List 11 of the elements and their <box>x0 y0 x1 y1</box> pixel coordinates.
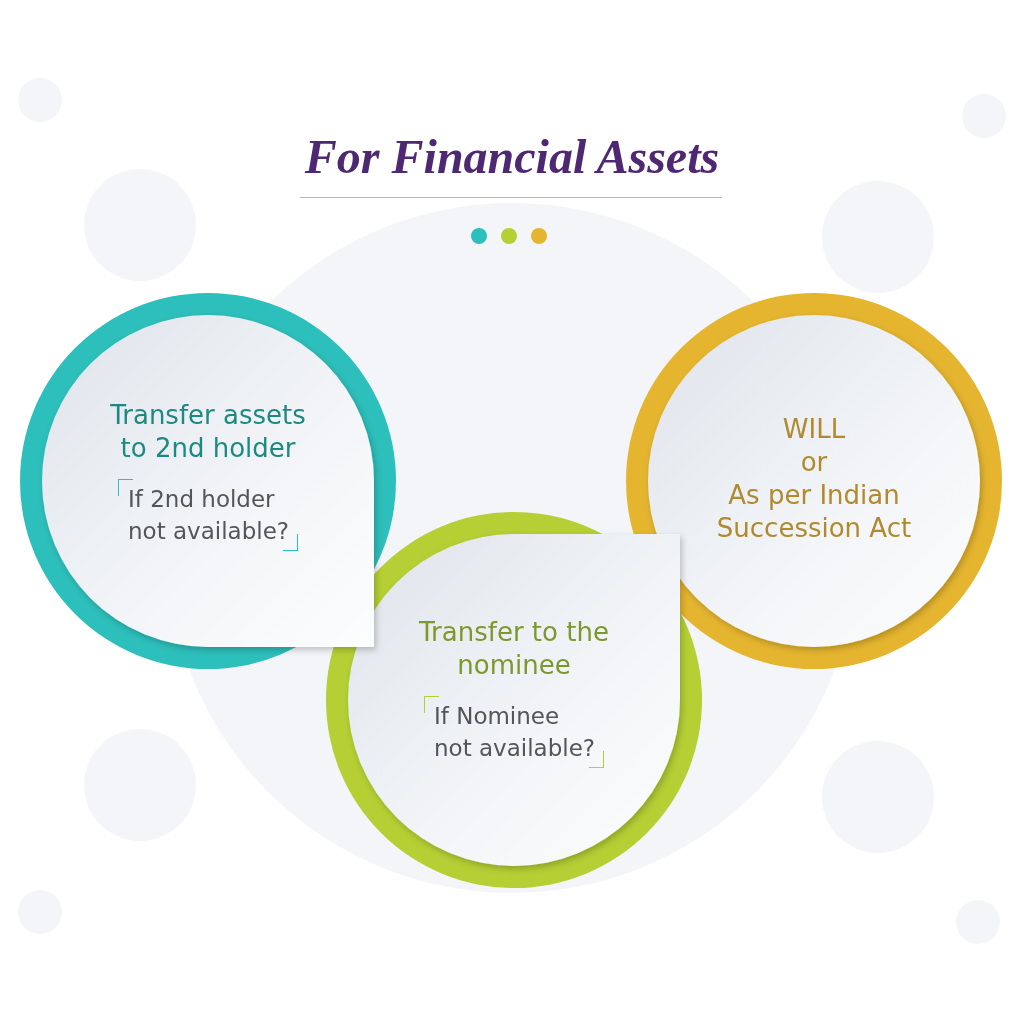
question-text: If 2nd holder not available? <box>118 479 298 551</box>
heading-text: Transfer assets to 2nd holder <box>109 399 307 465</box>
heading-text: Transfer to the nominee <box>418 616 610 682</box>
title: For Financial Assets <box>304 129 720 185</box>
heading-text: As per Indian Succession Act <box>716 479 912 545</box>
circle-card <box>626 293 1002 669</box>
heading-text: WILL <box>782 413 846 446</box>
heading-text: or <box>800 446 828 479</box>
circle-card <box>326 512 702 888</box>
question-text: If Nominee not available? <box>424 696 604 768</box>
circle-card <box>20 293 396 669</box>
